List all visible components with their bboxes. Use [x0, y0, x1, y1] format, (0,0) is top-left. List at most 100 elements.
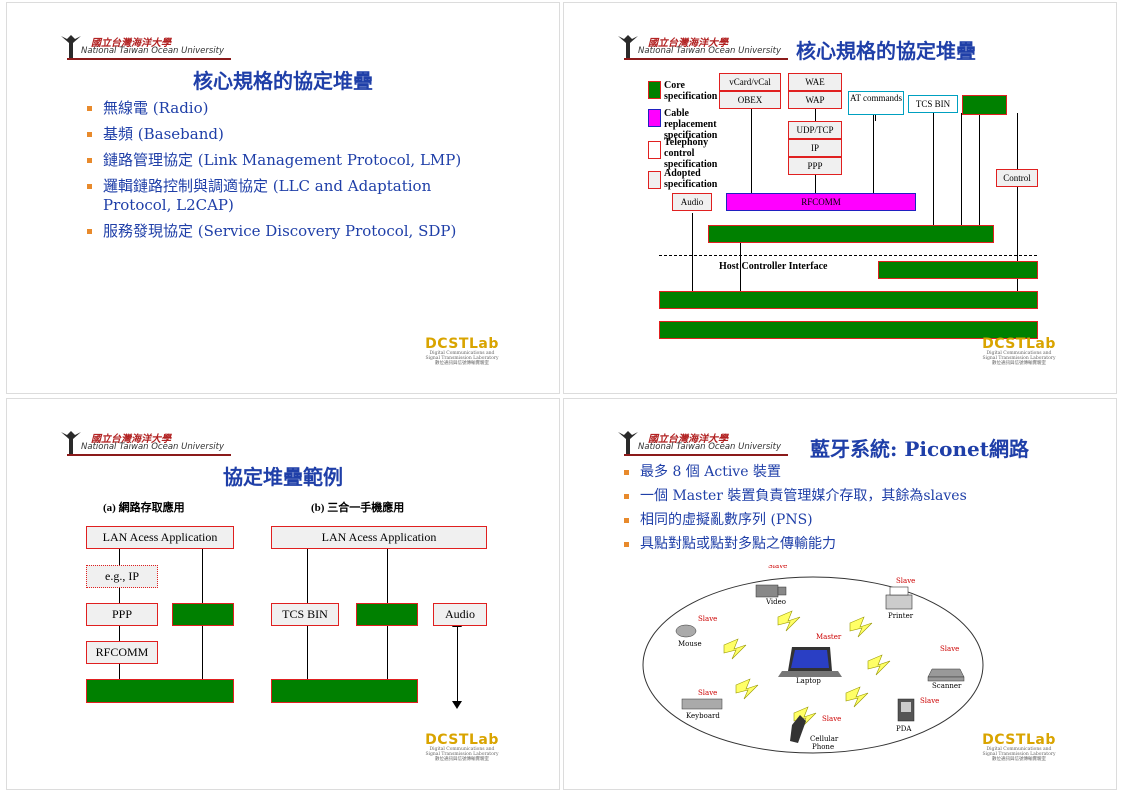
mouse-icon	[675, 624, 697, 638]
wae-box: WAE	[788, 73, 842, 91]
audio-arrow	[457, 626, 458, 702]
connector	[875, 109, 876, 121]
signal-icon	[849, 616, 873, 638]
university-name-cn: 國立台灣海洋大學	[91, 38, 171, 49]
university-name-en: National Taiwan Ocean University	[638, 442, 782, 452]
signal-icon	[723, 638, 747, 660]
audio-box: Audio	[433, 603, 487, 626]
signal-icon	[735, 678, 759, 700]
slide-1: 國立台灣海洋大學 National Taiwan Ocean Universit…	[6, 2, 560, 394]
university-name-cn: 國立台灣海洋大學	[91, 434, 171, 445]
printer-label: Printer	[888, 612, 914, 620]
pda-icon	[897, 698, 915, 722]
connector	[961, 113, 962, 226]
university-logo: 國立台灣海洋大學 National Taiwan Ocean Universit…	[618, 429, 798, 459]
lan-app-box-b: LAN Acess Application	[271, 526, 487, 549]
slave-label: Slave	[896, 577, 916, 585]
ppp-box: PPP	[86, 603, 158, 626]
sdp-box	[962, 95, 1007, 115]
slide-3: 國立台灣海洋大學 National Taiwan Ocean Universit…	[6, 398, 560, 790]
ip-box: IP	[788, 139, 842, 157]
header-rule	[67, 58, 231, 60]
lmp-bar	[878, 261, 1038, 279]
slave-label: Slave	[768, 565, 788, 570]
university-name-en: National Taiwan Ocean University	[81, 46, 225, 56]
connector	[933, 113, 934, 226]
list-item: 最多 8 個 Active 裝置	[624, 463, 1064, 481]
slave-label: Slave	[698, 615, 718, 623]
list-item: 具點對點或點對多點之傳輸能力	[624, 535, 1064, 553]
bullet-list: 無線電 (Radio) 基頻 (Baseband) 鏈路管理協定 (Link M…	[87, 99, 487, 248]
tcs-bin-box: TCS BIN	[908, 95, 958, 113]
dcstlab-logo: DCSTLab Digital Communications and Signa…	[425, 336, 499, 366]
rfcomm-box: RFCOMM	[726, 193, 916, 211]
university-name-en: National Taiwan Ocean University	[638, 46, 782, 56]
torch-icon	[618, 431, 638, 455]
university-logo: 國立台灣海洋大學 National Taiwan Ocean Universit…	[61, 33, 241, 63]
slave-label: Slave	[822, 715, 842, 723]
sdp-box	[356, 603, 418, 626]
header-rule	[67, 454, 231, 456]
slide-title: 核心規格的協定堆疊	[796, 39, 976, 63]
slide-4: 國立台灣海洋大學 National Taiwan Ocean Universit…	[563, 398, 1117, 790]
header-rule	[624, 454, 788, 456]
university-name-cn: 國立台灣海洋大學	[648, 434, 728, 445]
tcs-bin-box: TCS BIN	[271, 603, 339, 626]
piconet-diagram: Master Laptop Slave Video Slave Printer …	[642, 565, 984, 755]
ppp-box: PPP	[788, 157, 842, 175]
video-label: Video	[766, 598, 787, 606]
master-label: Master	[816, 633, 842, 641]
arrow-icon	[452, 619, 462, 709]
slide-title: 核心規格的協定堆疊	[193, 69, 373, 93]
slave-label: Slave	[698, 689, 718, 697]
pda-label: PDA	[896, 725, 912, 733]
list-item: 相同的虛擬亂數序列 (PNS)	[624, 511, 1064, 529]
lan-app-box-a: LAN Acess Application	[86, 526, 234, 549]
torch-icon	[618, 35, 638, 59]
signal-icon	[867, 654, 891, 676]
connector	[692, 213, 693, 291]
legend-telephony: Telephony control specification	[664, 137, 718, 170]
slide-title: 藍牙系統: Piconet網路	[810, 437, 1030, 461]
control-box: Control	[996, 169, 1038, 187]
hci-label: Host Controller Interface	[719, 261, 828, 272]
list-item: 服務發現協定 (Service Discovery Protocol, SDP)	[87, 222, 487, 241]
legend-core: Core specification	[664, 80, 718, 102]
legend-cable-swatch	[648, 109, 661, 127]
slave-label: Slave	[920, 697, 940, 705]
dcstlab-logo: DCSTLab Digital Communications and Signa…	[982, 732, 1056, 762]
printer-icon	[885, 586, 913, 610]
connector	[1017, 113, 1018, 303]
legend-cable: Cable replacement specification	[664, 108, 718, 141]
university-name-cn: 國立台灣海洋大學	[648, 38, 728, 49]
connector	[979, 113, 980, 226]
laptop-icon	[778, 647, 842, 677]
wap-box: WAP	[788, 91, 842, 109]
scanner-icon	[927, 668, 965, 682]
vcard-box: vCard/vCal	[719, 73, 781, 91]
list-item: 一個 Master 裝置負責管理媒介存取，其餘為slaves	[624, 487, 1064, 505]
subtitle-a: (a) 網路存取應用	[103, 502, 185, 514]
udp-tcp-box: UDP/TCP	[788, 121, 842, 139]
connector	[740, 243, 741, 291]
list-item: 基頻 (Baseband)	[87, 125, 487, 144]
university-name-en: National Taiwan Ocean University	[81, 442, 225, 452]
list-item: 鏈路管理協定 (Link Management Protocol, LMP)	[87, 151, 487, 170]
list-item: 無線電 (Radio)	[87, 99, 487, 118]
hci-divider	[659, 255, 1037, 256]
mouse-label: Mouse	[678, 640, 702, 648]
slide-title: 協定堆疊範例	[223, 465, 343, 489]
dcstlab-logo: DCSTLab Digital Communications and Signa…	[425, 732, 499, 762]
header-rule	[624, 58, 788, 60]
legend-adopted-swatch	[648, 171, 661, 189]
keyboard-icon	[681, 698, 723, 710]
bullet-list: 最多 8 個 Active 裝置 一個 Master 裝置負責管理媒介存取，其餘…	[624, 463, 1064, 559]
keyboard-label: Keyboard	[686, 712, 720, 720]
slave-label: Slave	[940, 645, 960, 653]
phone-label-2: Phone	[812, 743, 835, 751]
baseband-bar	[659, 291, 1038, 309]
signal-icon	[777, 610, 801, 632]
obex-box: OBEX	[719, 91, 781, 109]
phone-label-1: Cellular	[810, 735, 839, 743]
signal-icon	[845, 686, 869, 708]
